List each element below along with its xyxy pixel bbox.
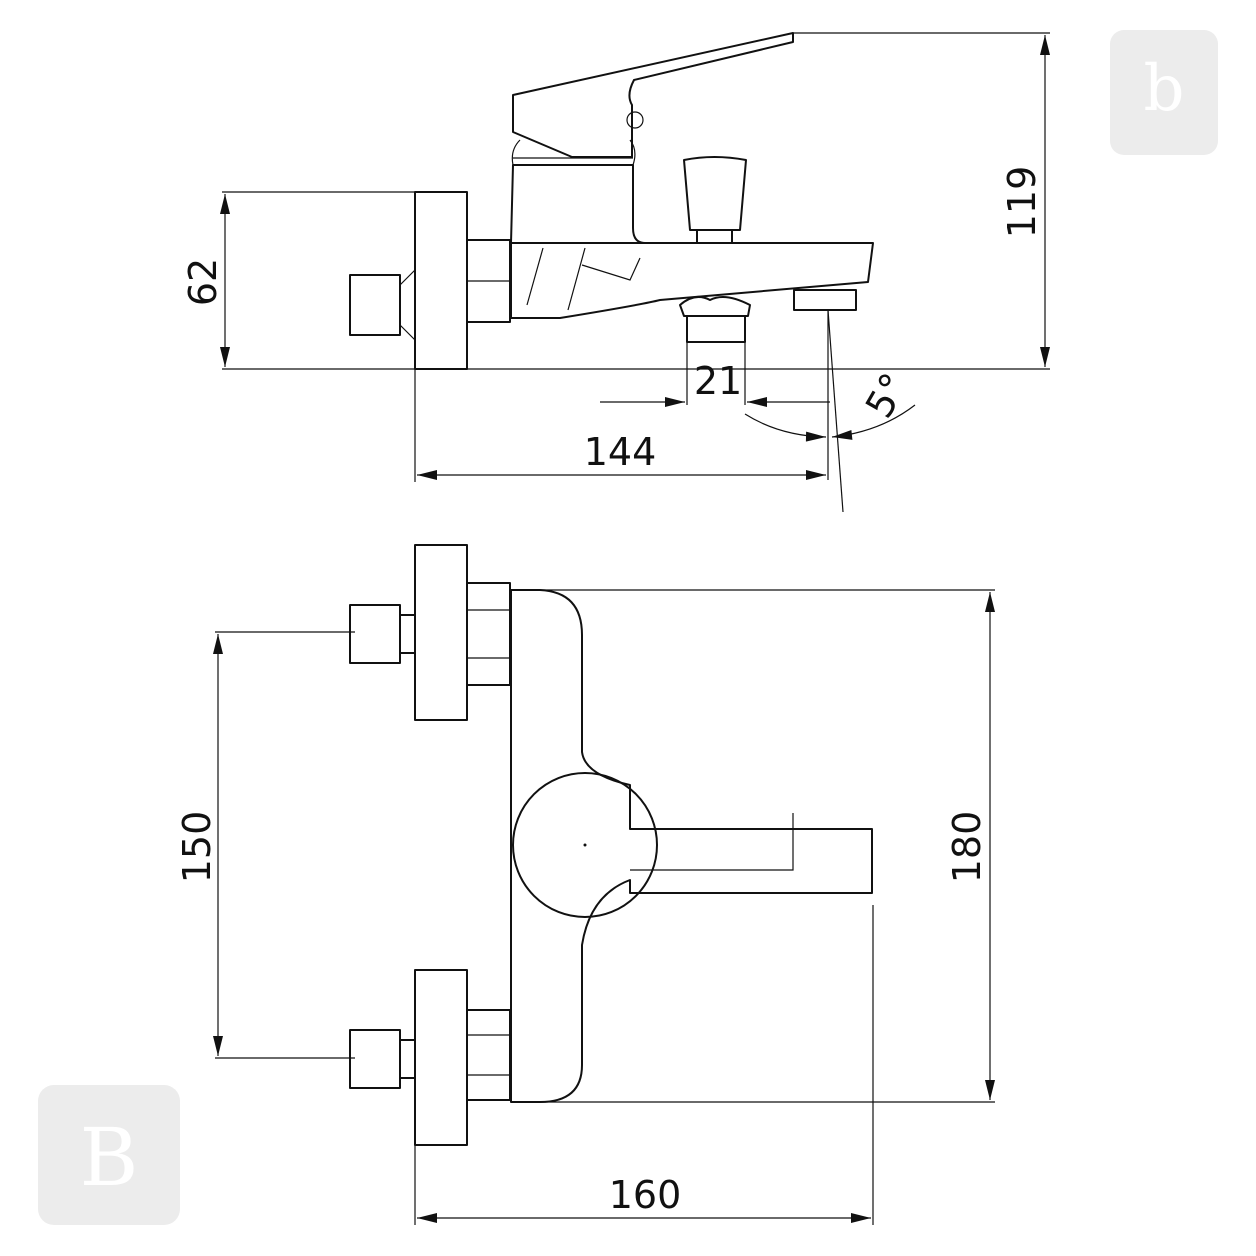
inlet-connector-bottom [349,1029,401,1089]
dim-depth: 160 [609,1173,682,1217]
dim-height-total: 119 [1000,166,1044,239]
wall-plate-bottom [414,969,468,1146]
inlet-connector [349,274,401,336]
side-view: 119 62 21 5° 144 [181,32,1050,513]
screw-icon [626,111,644,129]
watermark-logo-bottom: B [38,1085,180,1225]
lever-handle [512,32,794,158]
hex-nut-top [466,582,511,686]
hex-nut-bottom [466,1009,511,1101]
dim-angle: 5° [857,366,917,425]
mixer-body [510,164,646,244]
dim-inlet-spacing: 150 [175,811,219,884]
dim-body-length: 180 [945,811,989,884]
inlet-connector-top [349,604,401,664]
lever-hub [512,772,658,918]
spout [510,242,874,319]
watermark-logo-top: b [1110,30,1218,155]
svg-text:B: B [80,1111,139,1204]
top-view: 180 150 160 [175,544,995,1225]
mixer-body-top [510,589,873,1103]
dim-height-plate: 62 [181,258,225,306]
hand-shower-outlet [686,315,746,343]
svg-text:b: b [1144,52,1185,126]
diverter-knob [683,156,747,231]
wall-plate-top [414,544,468,721]
aerator [793,289,857,311]
dim-outlet-width: 21 [694,359,742,403]
wall-plate [414,191,468,370]
dim-projection: 144 [584,430,657,474]
